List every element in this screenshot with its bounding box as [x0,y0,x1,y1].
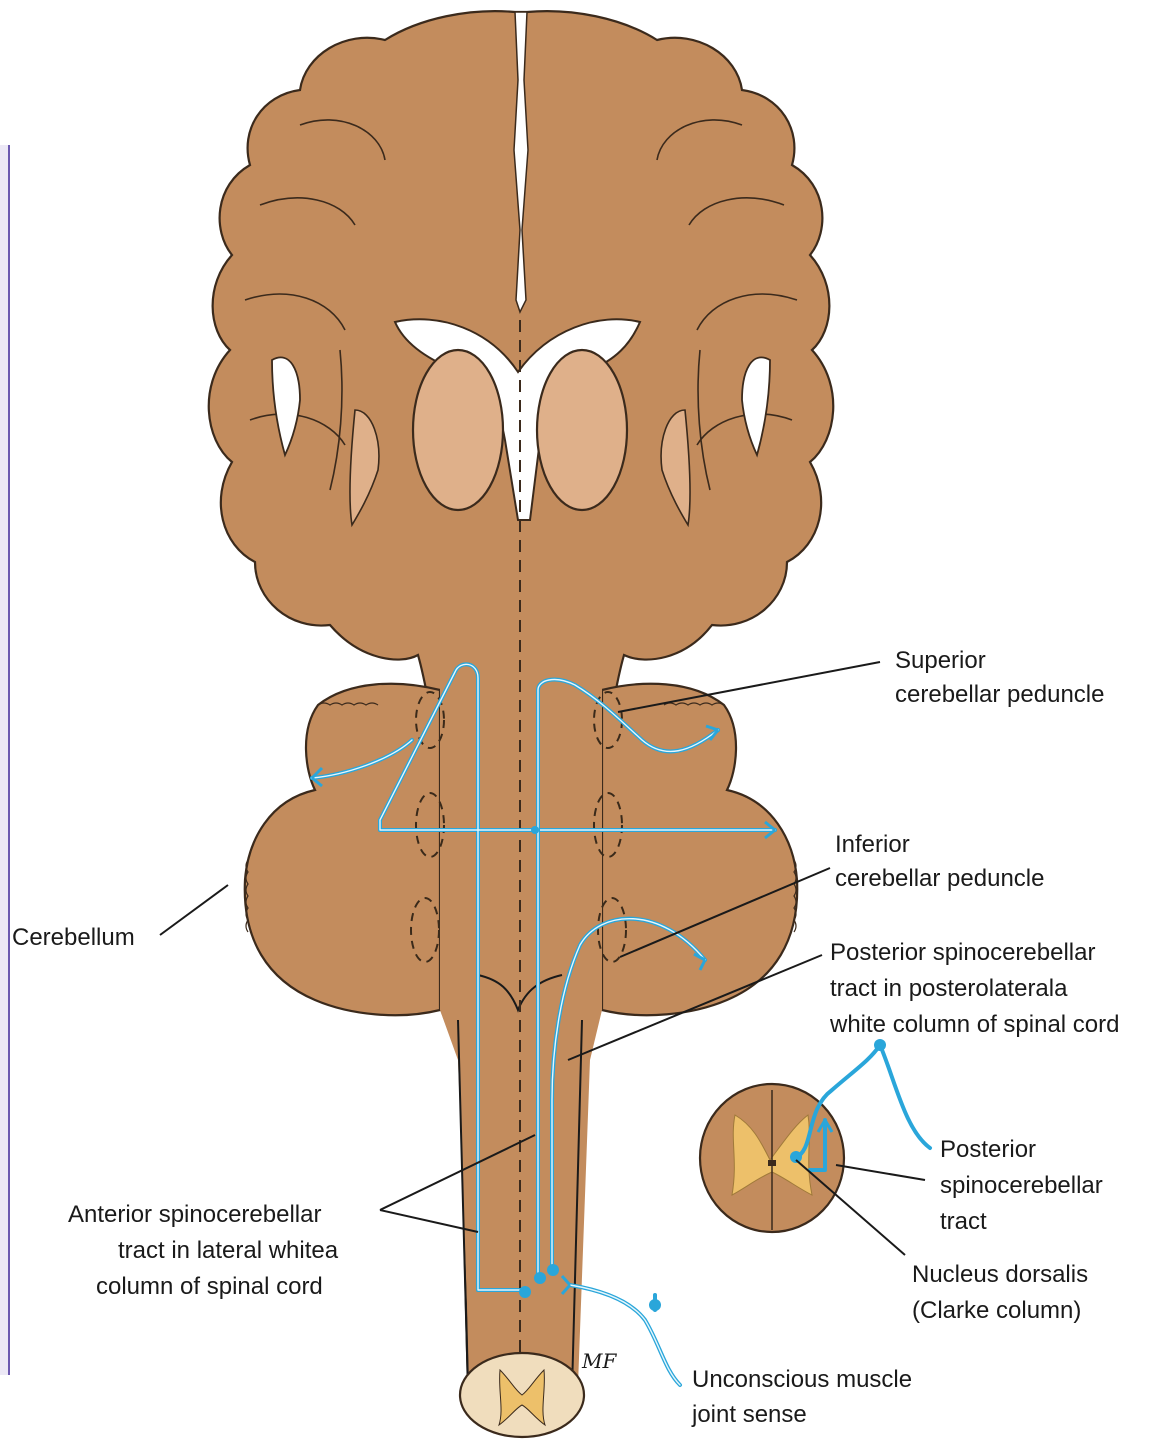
svg-text:column of spinal cord: column of spinal cord [96,1273,323,1300]
svg-text:Posterior spinocerebellar: Posterior spinocerebellar [830,939,1095,966]
svg-text:Nucleus dorsalis: Nucleus dorsalis [912,1261,1088,1288]
label-nucleus-dorsalis: Nucleus dorsalis (Clarke column) [912,1261,1088,1324]
svg-text:white column of spinal cord: white column of spinal cord [829,1011,1119,1038]
svg-text:tract in lateral whitea: tract in lateral whitea [118,1237,339,1264]
thalamus-left [413,350,503,510]
label-superior-peduncle: Superior cerebellar peduncle [895,647,1104,708]
svg-text:Unconscious muscle: Unconscious muscle [692,1366,912,1393]
label-inferior-peduncle: Inferior cerebellar peduncle [835,831,1044,892]
svg-text:tract: tract [940,1208,987,1235]
label-posterior-tract: Posterior spinocerebellar tract [940,1136,1103,1235]
label-posterior-tract-column: Posterior spinocerebellar tract in poste… [829,939,1119,1038]
label-unconscious-sense: Unconscious muscle joint sense [691,1366,912,1428]
svg-text:(Clarke column): (Clarke column) [912,1297,1081,1324]
svg-text:spinocerebellar: spinocerebellar [940,1172,1103,1199]
cerebellum-left [245,684,440,1015]
spinal-cord-section-right [700,1084,844,1232]
svg-text:cerebellar peduncle: cerebellar peduncle [835,865,1044,892]
svg-text:Cerebellum: Cerebellum [12,924,135,951]
label-anterior-tract: Anterior spinocerebellar tract in latera… [68,1201,339,1300]
spinal-cord-section-bottom [460,1353,584,1437]
svg-text:joint sense: joint sense [691,1401,807,1428]
svg-text:Anterior spinocerebellar: Anterior spinocerebellar [68,1201,321,1228]
svg-text:Posterior: Posterior [940,1136,1036,1163]
svg-text:Superior: Superior [895,647,986,674]
thalamus-right [537,350,627,510]
svg-text:Inferior: Inferior [835,831,910,858]
artist-mark: MF [581,1349,617,1373]
svg-text:cerebellar peduncle: cerebellar peduncle [895,681,1104,708]
cerebellum-right [602,684,797,1015]
label-cerebellum: Cerebellum [12,924,135,951]
svg-text:tract in posterolaterala: tract in posterolaterala [830,975,1068,1002]
